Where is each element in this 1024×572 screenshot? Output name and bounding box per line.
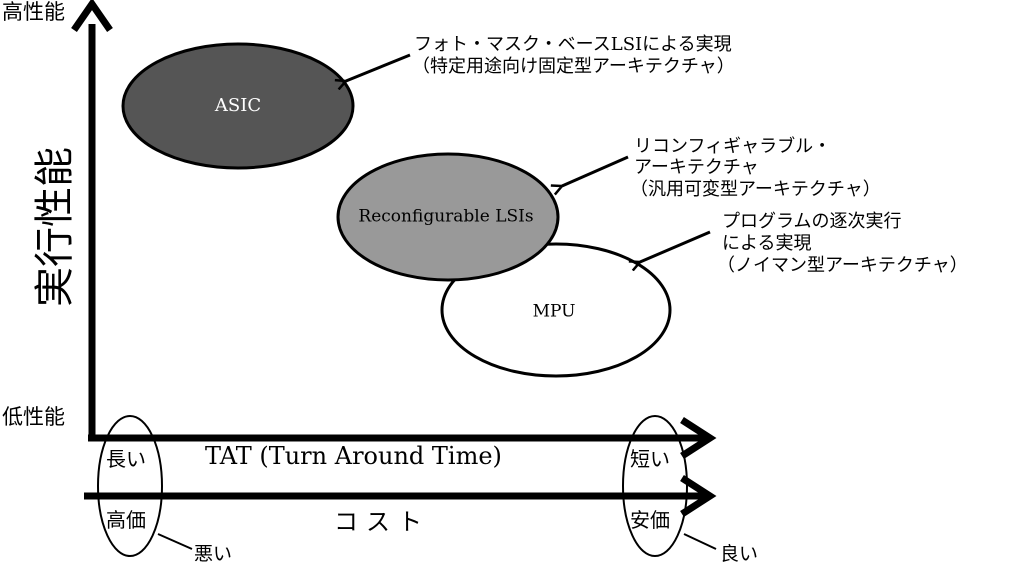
right-group-oval: [622, 415, 688, 557]
asic-note-line2: （特定用途向け固定型アーキテクチャ）: [412, 56, 735, 77]
reconfigurable-note-arrow: [562, 155, 629, 186]
left-group-oval: [97, 415, 163, 557]
cost-left-label: 高価: [106, 508, 146, 532]
reconfigurable-note-line2: アーキテクチャ: [634, 157, 759, 178]
mpu-ellipse: [440, 242, 672, 378]
reconfigurable-note-line1: リコンフィギャラブル・: [634, 136, 832, 157]
y-axis-arrowhead: [71, 0, 113, 32]
reconfigurable-ellipse: [336, 152, 560, 282]
tat-axis-arrowhead: [680, 417, 717, 459]
asic-ellipse: [121, 42, 355, 170]
bad-callout-leader: [157, 533, 193, 550]
mpu-note-line2: による実現: [722, 233, 812, 254]
y-axis-bottom-label: 低性能: [2, 405, 65, 429]
bad-callout: 悪い: [194, 543, 233, 565]
good-callout: 良い: [720, 543, 759, 565]
asic-note-line1: フォト・マスク・ベースLSIによる実現: [414, 34, 732, 55]
asic-note-arrow: [346, 53, 411, 81]
reconfigurable-note-line3: （汎用可変型アーキテクチャ）: [630, 179, 881, 200]
tat-left-label: 長い: [106, 447, 146, 471]
asic-label: ASIC: [214, 95, 262, 116]
mpu-note-line3: （ノイマン型アーキテクチャ）: [717, 255, 968, 276]
reconfigurable-label: Reconfigurable LSIs: [358, 206, 534, 227]
mpu-note-arrow: [640, 230, 711, 262]
tat-axis-title: TAT (Turn Around Time): [205, 442, 502, 470]
good-callout-leader: [683, 533, 717, 550]
cost-axis-arrowhead: [680, 475, 717, 517]
tat-right-label: 短い: [630, 447, 670, 471]
mpu-label: MPU: [532, 301, 576, 322]
mpu-note-line1: プログラムの逐次実行: [722, 211, 902, 232]
cost-axis-title: コスト: [334, 508, 430, 536]
cost-right-label: 安価: [630, 508, 670, 532]
y-axis-top-label: 高性能: [2, 0, 65, 24]
y-axis-title: 実行性能: [32, 147, 78, 307]
